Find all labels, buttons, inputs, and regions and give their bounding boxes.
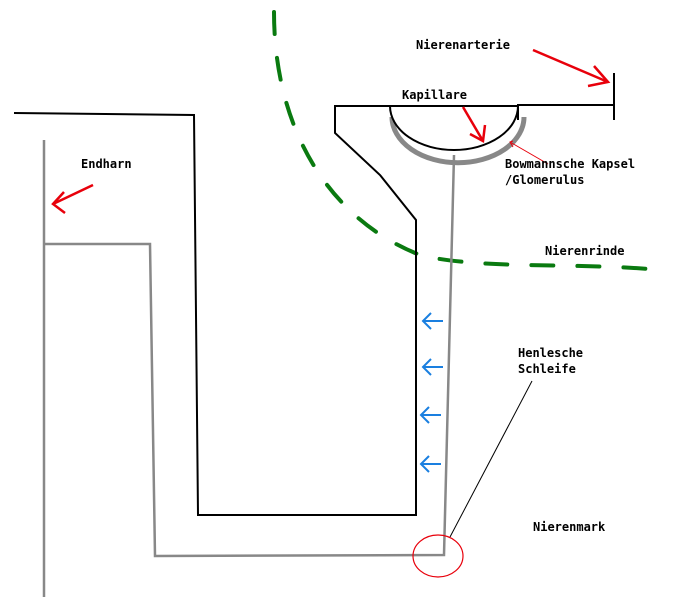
bowman-pointer-arrow-icon bbox=[509, 140, 549, 165]
label-henle-line2: Schleife bbox=[518, 362, 576, 376]
henle-pointer-line bbox=[449, 380, 533, 538]
label-kapillare: Kapillare bbox=[402, 88, 468, 102]
flow-left-arrow-icon bbox=[421, 312, 443, 330]
label-bowman-line2: /Glomerulus bbox=[505, 173, 585, 187]
glomerulus-capillary-arc bbox=[389, 116, 527, 166]
tubule-outer-wall bbox=[13, 105, 417, 516]
flow-left-arrow-icon bbox=[419, 455, 441, 473]
cortex-boundary-line bbox=[272, 10, 662, 272]
label-nierenmark: Nierenmark bbox=[533, 520, 606, 534]
label-henle-line1: Henlesche bbox=[518, 346, 584, 360]
bowman-capsule-inner bbox=[388, 105, 520, 151]
flow-left-arrow-icon bbox=[421, 358, 443, 376]
endharn-arrow-icon bbox=[51, 183, 94, 214]
renal-artery-arrow-icon bbox=[532, 48, 611, 88]
flow-left-arrow-icon bbox=[419, 406, 441, 424]
tubule-inner-wall bbox=[44, 154, 456, 558]
label-bowman-line1: Bowmannsche Kapsel bbox=[505, 157, 636, 171]
label-nierenrinde: Nierenrinde bbox=[545, 244, 625, 258]
label-nierenarterie: Nierenarterie bbox=[416, 38, 510, 52]
henle-marker-circle bbox=[412, 534, 464, 578]
capillary-arrow-icon bbox=[461, 106, 487, 143]
renal-artery-line bbox=[517, 104, 614, 120]
label-endharn: Endharn bbox=[81, 157, 132, 171]
